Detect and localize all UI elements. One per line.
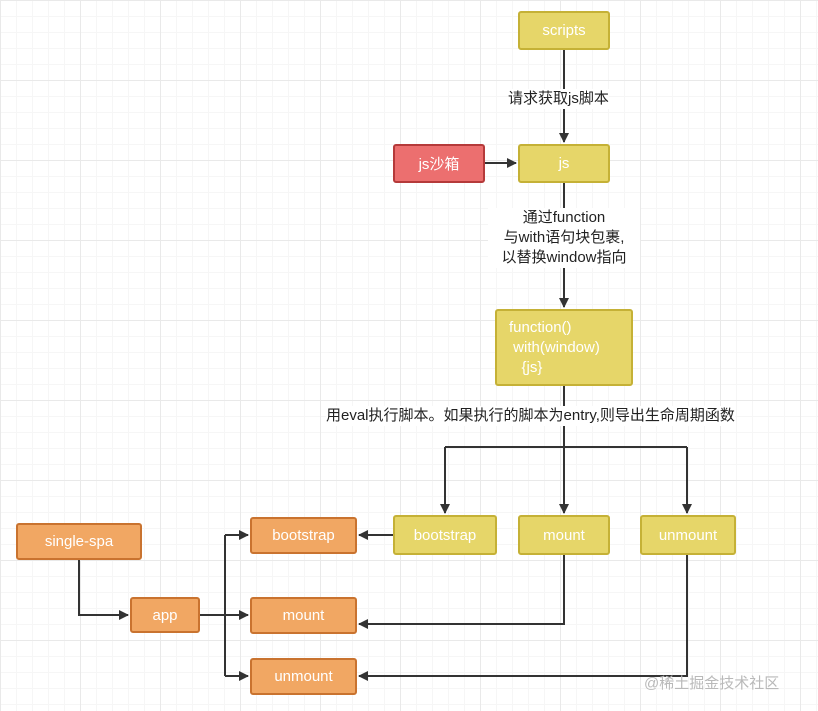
node-mount-app[interactable]: mount [250, 597, 357, 634]
edge-mount-export-to-app [358, 555, 565, 629]
edge-single-spa-to-app [78, 560, 129, 620]
node-bootstrap-app[interactable]: bootstrap [250, 517, 357, 554]
label-wrap-line-3: 以替换window指向 [501, 249, 627, 266]
node-wrapped-js[interactable]: function() with(window) {js} [495, 309, 633, 386]
node-scripts[interactable]: scripts [518, 11, 610, 50]
node-bootstrap-export[interactable]: bootstrap [393, 515, 497, 555]
label-fetch-js: 请求获取js脚本 [508, 89, 609, 109]
node-single-spa[interactable]: single-spa [16, 523, 142, 560]
node-unmount-export[interactable]: unmount [640, 515, 736, 555]
wrapped-line-2: with(window) [509, 338, 600, 356]
node-js-sandbox[interactable]: js沙箱 [393, 144, 485, 183]
wrapped-line-1: function() [509, 318, 572, 336]
node-app[interactable]: app [130, 597, 200, 633]
label-eval-note: 用eval执行脚本。如果执行的脚本为entry,则导出生命周期函数 [326, 406, 735, 426]
node-js[interactable]: js [518, 144, 610, 183]
label-wrap-line-2: 与with语句块包裹, [503, 229, 625, 246]
label-wrap-line-1: 通过function [522, 209, 606, 226]
edge-unmount-export-to-app [358, 555, 688, 681]
watermark: @稀土掘金技术社区 [644, 675, 780, 692]
node-mount-export[interactable]: mount [518, 515, 610, 555]
label-wrap: 通过function 与with语句块包裹, 以替换window指向 [488, 208, 640, 268]
node-unmount-app[interactable]: unmount [250, 658, 357, 695]
wrapped-line-3: {js} [509, 358, 543, 376]
